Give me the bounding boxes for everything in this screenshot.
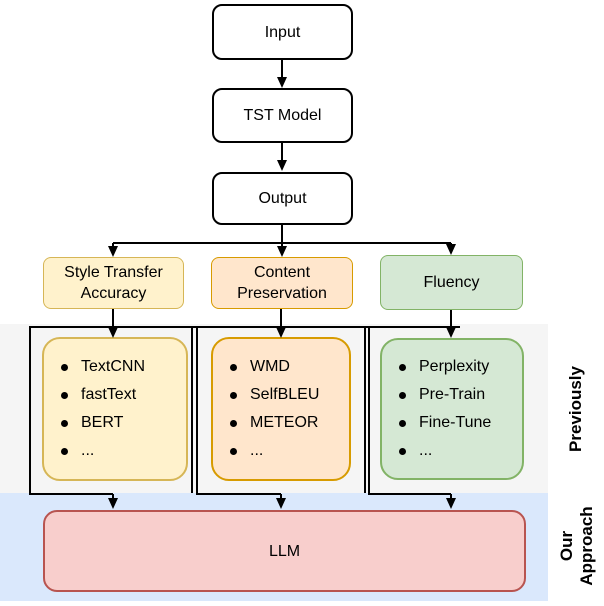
input-node: Input bbox=[212, 4, 353, 60]
list-item-label: TextCNN bbox=[81, 358, 146, 375]
bullet-icon bbox=[230, 391, 237, 399]
bullet-icon bbox=[61, 391, 68, 399]
list-item-label: ... bbox=[250, 442, 264, 459]
list-item: BERT bbox=[61, 409, 186, 437]
bullet-icon bbox=[399, 419, 406, 427]
content-preservation-methods-list: WMD SelfBLEU METEOR ... bbox=[211, 337, 351, 481]
style-accuracy-methods-list: TextCNN fastText BERT ... bbox=[42, 337, 188, 481]
list-item: Perplexity bbox=[399, 353, 522, 381]
bullet-icon bbox=[230, 419, 237, 427]
style-transfer-accuracy-node: Style Transfer Accuracy bbox=[43, 257, 184, 309]
llm-node: LLM bbox=[43, 510, 526, 592]
list-item-label: Fine-Tune bbox=[419, 414, 492, 431]
output-branch-lines bbox=[112, 225, 452, 248]
bullet-icon bbox=[61, 363, 68, 371]
list-item: fastText bbox=[61, 381, 186, 409]
previously-label: Previously bbox=[566, 366, 585, 452]
list-item: Pre-Train bbox=[399, 381, 522, 409]
list-item: ... bbox=[61, 437, 186, 465]
list-item-label: SelfBLEU bbox=[250, 386, 320, 403]
list-item: Fine-Tune bbox=[399, 409, 522, 437]
list-item-label: Perplexity bbox=[419, 358, 490, 375]
list-item: ... bbox=[399, 437, 522, 465]
list-item-label: Pre-Train bbox=[419, 386, 486, 403]
our-approach-label: Our Approach bbox=[557, 506, 596, 586]
list-item: TextCNN bbox=[61, 353, 186, 381]
fluency-node: Fluency bbox=[380, 255, 523, 310]
bullet-icon bbox=[230, 363, 237, 371]
bullet-icon bbox=[61, 447, 68, 455]
list-item-label: ... bbox=[419, 442, 433, 459]
bullet-icon bbox=[399, 391, 406, 399]
list-item-label: fastText bbox=[81, 386, 137, 403]
bullet-icon bbox=[230, 447, 237, 455]
content-preservation-node: Content Preservation bbox=[211, 257, 353, 309]
bullet-icon bbox=[399, 363, 406, 371]
list-item: WMD bbox=[230, 353, 349, 381]
list-item: ... bbox=[230, 437, 349, 465]
tst-model-node: TST Model bbox=[212, 88, 353, 143]
fluency-methods-list: Perplexity Pre-Train Fine-Tune ... bbox=[380, 338, 524, 480]
list-item-label: METEOR bbox=[250, 414, 319, 431]
list-item-label: WMD bbox=[250, 358, 290, 375]
bullet-icon bbox=[61, 419, 68, 427]
list-item-label: BERT bbox=[81, 414, 124, 431]
bullet-icon bbox=[399, 447, 406, 455]
list-item-label: ... bbox=[81, 442, 95, 459]
output-node: Output bbox=[212, 172, 353, 225]
list-item: METEOR bbox=[230, 409, 349, 437]
list-item: SelfBLEU bbox=[230, 381, 349, 409]
